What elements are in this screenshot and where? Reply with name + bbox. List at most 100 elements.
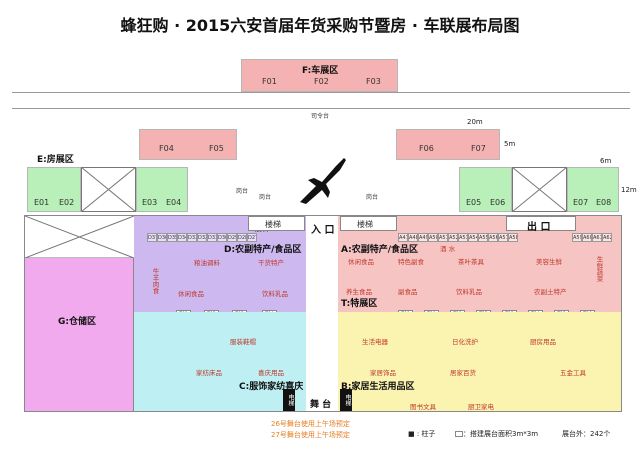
zone-c (134, 312, 306, 411)
zone-a (338, 216, 621, 312)
guard-label-2: 岗台 (259, 194, 272, 201)
elevator-left: 电梯 (283, 389, 295, 411)
note-27: 27号舞台使用上午场预定 (271, 431, 350, 439)
elevator-right: 电梯 (340, 389, 352, 411)
zone-f-mid-left: F04 F05 (139, 129, 237, 160)
cat-b7: 图书文具 (410, 403, 436, 411)
booth-a61: A61 (592, 233, 602, 242)
booth-e04: E04 (166, 198, 182, 207)
cat-a2: 休闲食品 (348, 258, 374, 266)
guard-label-3: 岗台 (366, 194, 379, 201)
road-line-top (12, 92, 630, 93)
zone-e-right: E05 E06 (459, 167, 512, 212)
cat-a5: 美容生鲜 (536, 258, 562, 266)
booth-d35: D35 (167, 233, 177, 242)
command-label: 司令台 (311, 113, 330, 120)
zone-e-far: E07 E08 (567, 167, 619, 212)
cat-b3: 厨房用品 (530, 338, 556, 346)
dim-12m: 12m (621, 186, 637, 194)
stairs-left-box (248, 216, 305, 231)
booth-d34: D34 (177, 233, 187, 242)
cat-a3: 特色副食 (398, 258, 424, 266)
booth-f03: F03 (366, 77, 381, 86)
zone-b (338, 312, 621, 411)
booth-e06: E06 (490, 198, 506, 207)
booth-a50: A50 (428, 233, 438, 242)
booth-a56: A56 (488, 233, 498, 242)
zone-g-label: G:仓储区 (58, 317, 96, 327)
cat-b4: 五金工具 (560, 369, 586, 377)
cat-d5: 牛羊肉食 (151, 268, 159, 294)
booth-d37: D37 (147, 233, 157, 242)
booth-a49: A49 (418, 233, 428, 242)
booth-e01: E01 (34, 198, 50, 207)
exit-box (506, 216, 576, 231)
booth-f04: F04 (159, 144, 174, 153)
cat-d3: 休闲食品 (178, 290, 204, 298)
booth-d31: D31 (207, 233, 217, 242)
booth-e08: E08 (596, 198, 612, 207)
booth-e07: E07 (573, 198, 589, 207)
booth-e05: E05 (466, 198, 482, 207)
zone-e-left: E01 E02 (27, 167, 81, 212)
booth-d28: D28 (237, 233, 247, 242)
stage-label: 舞 台 (310, 400, 332, 410)
cat-a1: 酒 水 (440, 245, 456, 253)
zone-d-label: D:农副特产/食品区 (224, 245, 302, 255)
entrance-label: 入 口 (311, 225, 335, 236)
cat-b6: 居家百货 (450, 369, 476, 377)
zone-f-mid-right: F06 F07 (396, 129, 500, 160)
zone-d: 楼梯 D:农副特产/食品区 (134, 216, 306, 312)
booth-d29: D29 (227, 233, 237, 242)
booth-e02: E02 (59, 198, 75, 207)
exit-label: 出 口 (527, 222, 551, 233)
legend-booth-swatch (455, 431, 463, 437)
cat-b8: 厨卫家电 (468, 403, 494, 411)
cat-a8: 副食品 (398, 288, 418, 296)
cat-d1: 粮油调料 (194, 259, 220, 267)
stairs-left-text: 楼梯 (265, 220, 281, 229)
cat-b5: 家居饰品 (370, 369, 396, 377)
zone-a-label: A:农副特产/食品区 (341, 245, 419, 255)
booth-f06: F06 (419, 144, 434, 153)
cat-a10: 农副土特产 (534, 288, 567, 296)
cat-b2: 日化洗护 (452, 338, 478, 346)
booth-a48: A48 (408, 233, 418, 242)
stairs-right-box (340, 216, 397, 231)
legend-pillar: ■ : 柱子 (408, 430, 436, 438)
cat-d6: 饮料乳品 (262, 290, 288, 298)
stairs-right-text: 楼梯 (357, 220, 373, 229)
cat-c3: 喜庆用品 (258, 369, 284, 377)
cat-b1: 生活电器 (362, 338, 388, 346)
page-title: 蜂狂购 · 2015六安首届年货采购节暨房 · 车联展布局图 (120, 16, 520, 35)
zone-t-label: T:特展区 (341, 299, 378, 309)
booth-f07: F07 (471, 144, 486, 153)
booth-a58: A58 (508, 233, 518, 242)
booth-f05: F05 (209, 144, 224, 153)
cat-a4: 茶叶茶具 (458, 258, 484, 266)
booth-a55: A55 (478, 233, 488, 242)
zone-c-label: C:服饰家纺喜庆 (239, 382, 304, 392)
cat-c2: 家纺床品 (196, 369, 222, 377)
dim-20m: 20m (467, 118, 483, 126)
booth-f02: F02 (314, 77, 329, 86)
booth-a47: A47 (398, 233, 408, 242)
zone-f-top: F:车展区 F01 F02 F03 (241, 59, 398, 92)
main-hall (24, 215, 622, 412)
booth-a59: A59 (572, 233, 582, 242)
cat-a13: 生鲜蔬菜 (595, 256, 603, 282)
booth-a53: A53 (458, 233, 468, 242)
guard-label-1: 岗台 (236, 188, 249, 195)
zone-f-label: F:车展区 (302, 66, 339, 76)
cat-a9: 养生食品 (346, 288, 372, 296)
booth-a51: A51 (438, 233, 448, 242)
booth-d33: D33 (187, 233, 197, 242)
road-line-bottom (12, 108, 630, 109)
zone-e-mid: E03 E04 (136, 167, 188, 212)
cat-c1: 服装鞋帽 (230, 338, 256, 346)
booth-a52: A52 (448, 233, 458, 242)
booth-a57: A57 (498, 233, 508, 242)
cat-a7: 饮料乳品 (456, 288, 482, 296)
dim-5m: 5m (504, 140, 516, 148)
zone-g: G:仓储区 (25, 258, 134, 411)
